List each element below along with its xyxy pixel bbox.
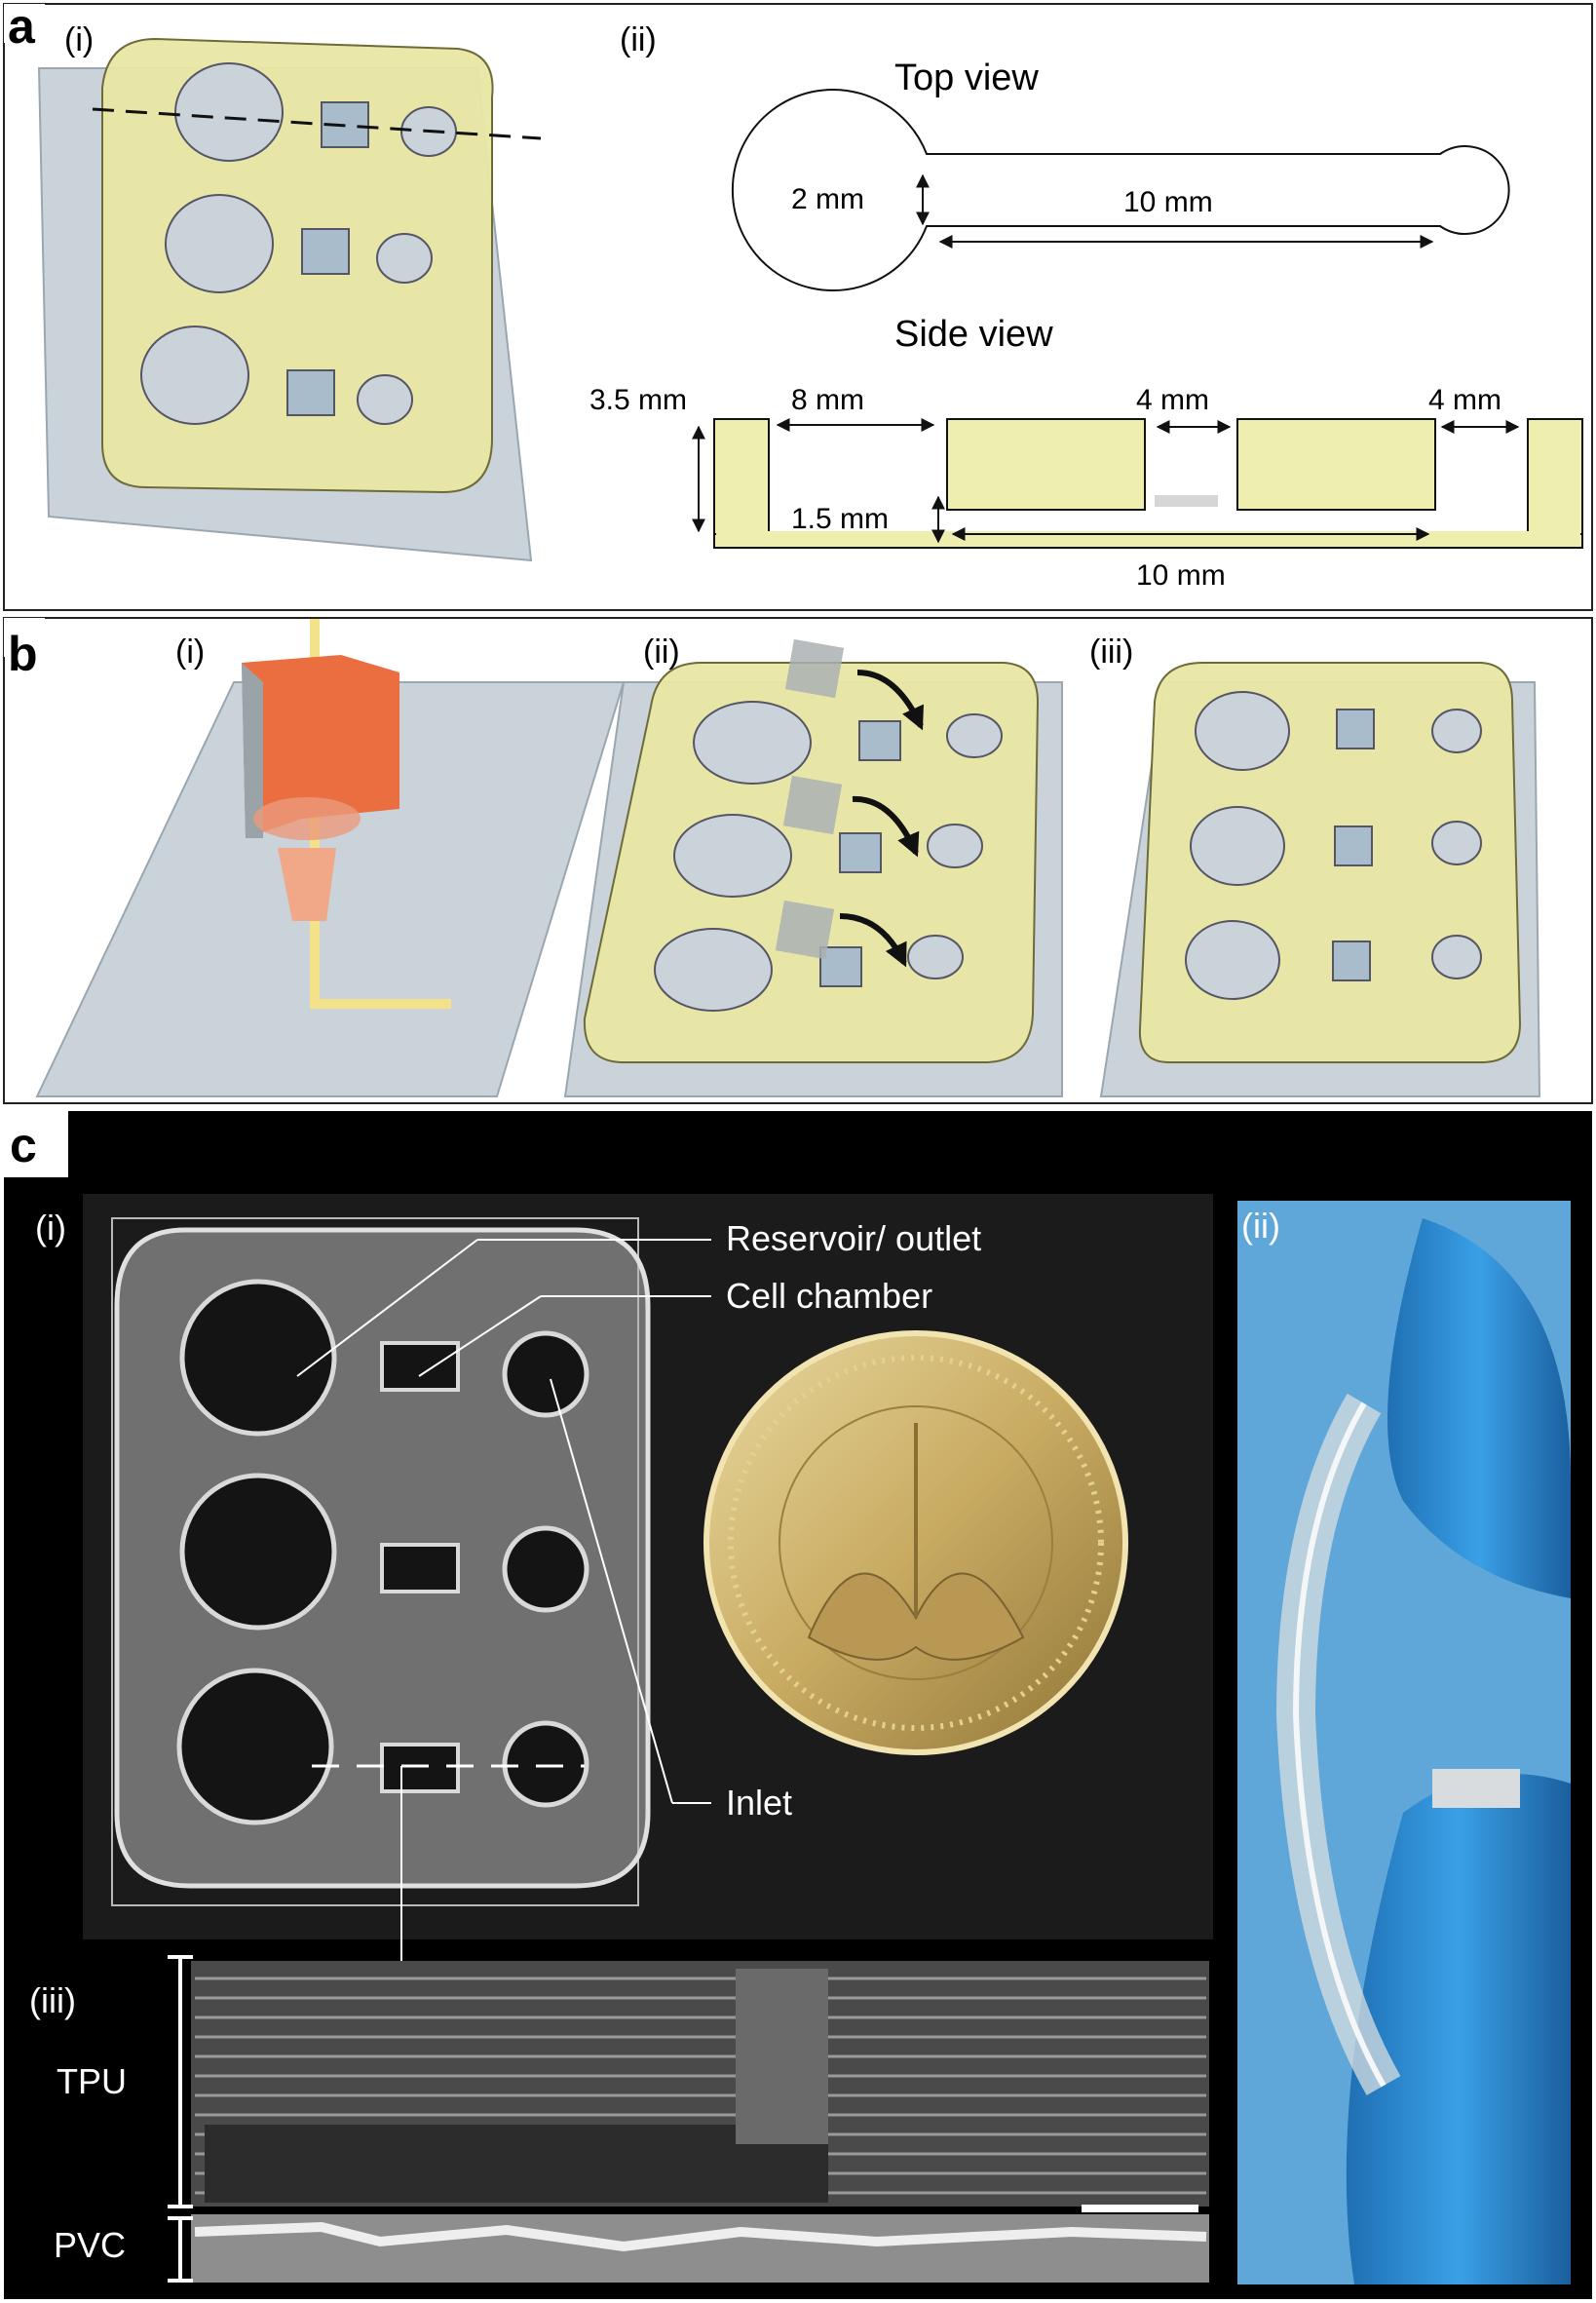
annotation-inlet: Inlet [726,1783,792,1823]
dim-10mm-top: 10 mm [1123,186,1213,218]
sub-label-c-i: (i) [35,1208,66,1247]
sub-label-c-ii: (ii) [1241,1206,1280,1246]
sub-label-b-i: (i) [175,633,205,671]
photo-gloved-hand: (ii) [1237,1201,1571,2284]
label-tpu: TPU [57,2061,127,2101]
annotation-cell-chamber: Cell chamber [726,1276,932,1316]
sub-label-c-iii: (iii) [29,1980,76,2020]
dim-4mm-b: 4 mm [1428,384,1501,416]
sub-label-b-iii: (iii) [1089,633,1133,671]
sub-label-a-ii: (ii) [620,21,657,58]
label-pvc: PVC [54,2225,126,2265]
top-view-label: Top view [894,58,1039,98]
printer-nozzle-render [35,619,626,1097]
dim-10mm-side: 10 mm [1136,559,1226,592]
panel-letter-a: a [8,0,36,54]
device-render-a [37,37,542,562]
dim-3-5mm: 3.5 mm [589,384,687,416]
panel-letter-b: b [8,627,38,681]
top-view-schematic: Top view 2 mm 10 mm [731,58,1510,291]
panel-c: c (i) [4,1111,1592,2299]
panel-letter-c: c [10,1118,37,1172]
sub-label-b-ii: (ii) [643,633,680,671]
panel-b: b (i) (ii) (iii) [3,617,1593,1104]
device-render-b-ii [563,638,1063,1097]
dim-2mm: 2 mm [791,183,864,215]
scale-bar [1082,2205,1198,2212]
annotation-reservoir-outlet: Reservoir/ outlet [726,1218,981,1258]
sem-cross-section: (iii) TPU PVC [29,1955,1209,2283]
sub-label-a-i: (i) [64,21,94,58]
side-view-label: Side view [894,314,1053,355]
dim-4mm-a: 4 mm [1136,384,1209,416]
panel-a: a (i) (ii) Top view 2 mm 10 mm [3,0,1593,611]
photo-device-and-coin: (i) Reserv [35,1194,1213,1998]
device-render-b-iii [1099,662,1541,1097]
dim-1-5mm: 1.5 mm [791,503,889,535]
side-view-schematic: Side view 3.5 mm 8 mm 4 mm 4 mm 1.5 mm 1… [589,314,1583,592]
dim-8mm: 8 mm [791,384,864,416]
